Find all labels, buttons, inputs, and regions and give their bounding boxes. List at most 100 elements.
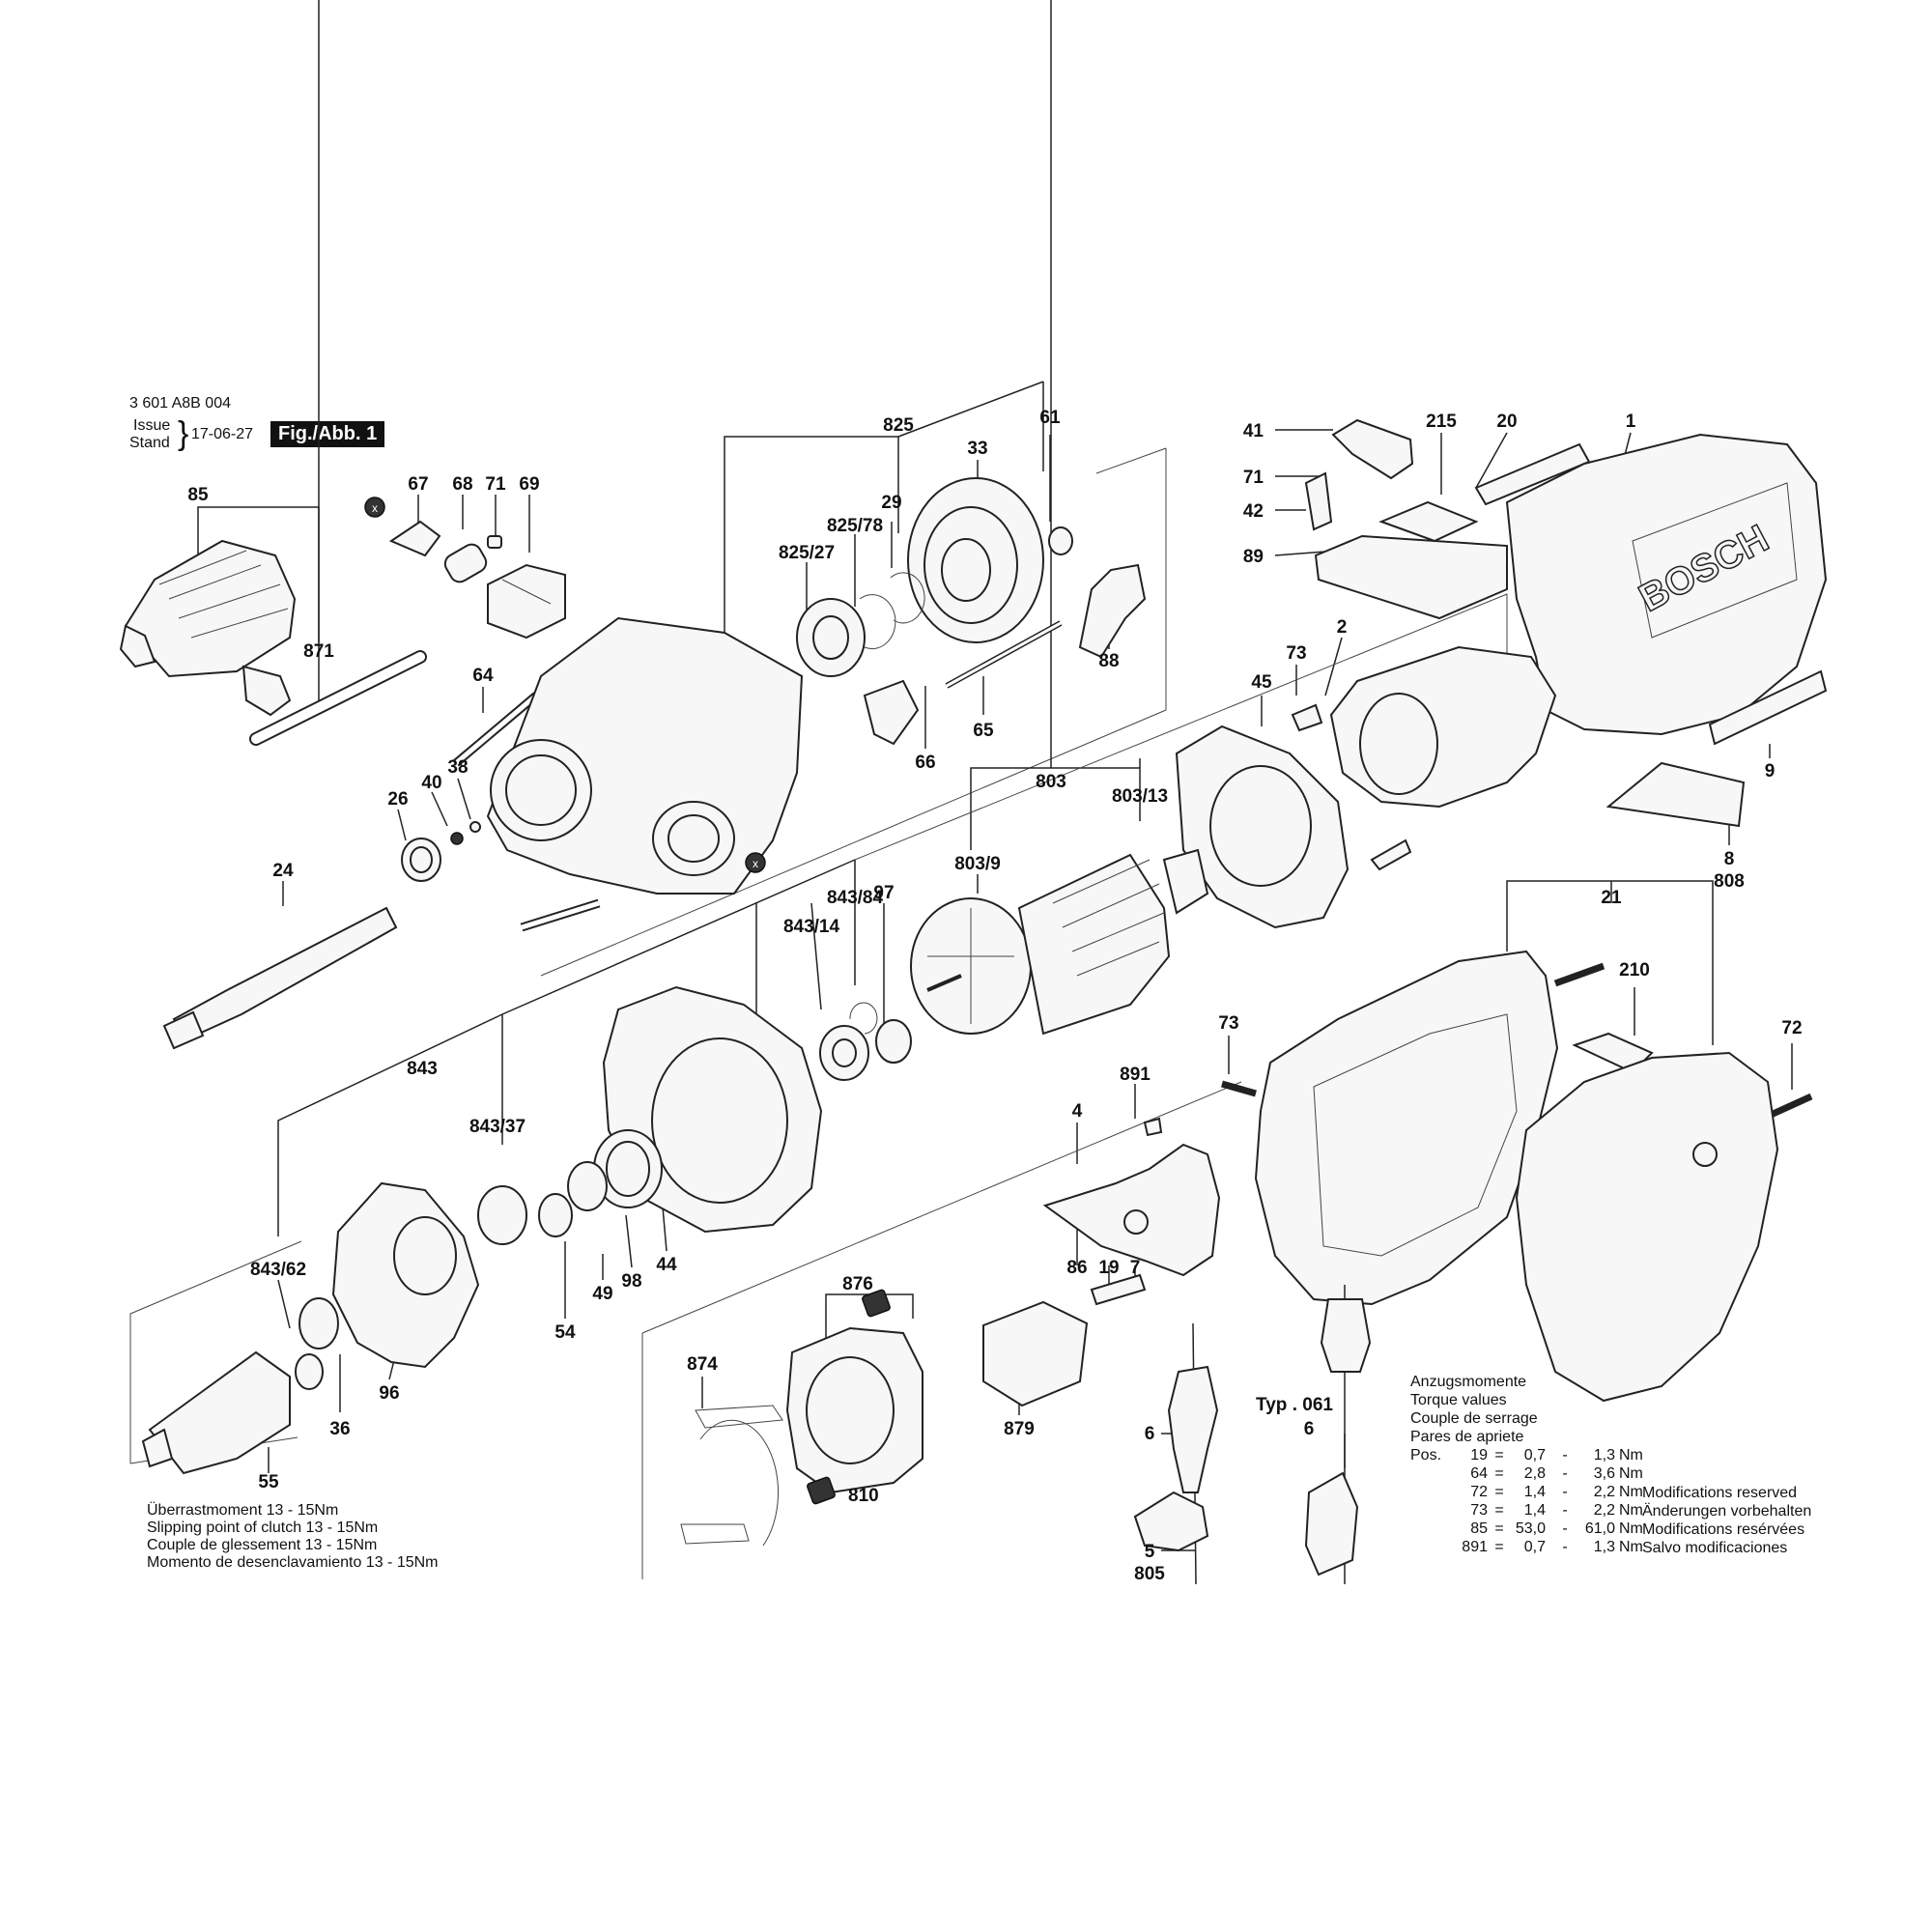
- spindle-parts: [162, 821, 481, 1050]
- torque-unit: Nm: [1619, 1465, 1643, 1482]
- switch-assembly: [1042, 1117, 1221, 1306]
- torque-eq: =: [1494, 1447, 1503, 1463]
- callout-67: 67: [408, 474, 428, 495]
- callout-42: 42: [1243, 501, 1264, 522]
- doc-number: 3 601 A8B 004: [129, 395, 231, 412]
- clutch-cover-96: [141, 1181, 480, 1475]
- torque-table: Anzugsmomente Torque values Couple de se…: [1410, 1374, 1643, 1555]
- clutch-note-fr: Couple de glessement 13 - 15Nm: [147, 1537, 377, 1553]
- torque-min: 1,4: [1524, 1502, 1546, 1519]
- callout-215: 215: [1426, 412, 1457, 432]
- callout-803-9: 803/9: [954, 854, 1001, 874]
- callout-64: 64: [472, 666, 494, 686]
- figure-label: Fig./Abb. 1: [270, 421, 385, 447]
- torque-dash: -: [1562, 1520, 1567, 1537]
- callout-891: 891: [1120, 1065, 1151, 1085]
- callout-843-14: 843/14: [783, 917, 840, 937]
- callout-1: 1: [1626, 412, 1636, 432]
- torque-eq: =: [1494, 1465, 1503, 1482]
- torque-max: 3,6: [1594, 1465, 1615, 1482]
- torque-unit: Nm: [1619, 1484, 1643, 1500]
- torque-max: 2,2: [1594, 1502, 1615, 1519]
- torque-max: 1,3: [1594, 1447, 1615, 1463]
- torque-eq: =: [1494, 1539, 1503, 1555]
- callout-8: 8: [1724, 849, 1735, 869]
- screws-73-72: [1221, 962, 1813, 1124]
- brush-holder-876: [785, 1289, 923, 1505]
- callout-6-right: 6: [1304, 1419, 1315, 1439]
- gear-33: [907, 477, 1073, 643]
- motor-housing-1: BOSCH: [1505, 433, 1828, 736]
- parts-88-65: [863, 563, 1147, 746]
- torque-pos: 73: [1470, 1502, 1488, 1519]
- torque-min: 1,4: [1524, 1484, 1546, 1500]
- torque-pos: 19: [1470, 1447, 1488, 1463]
- callout-21: 21: [1601, 888, 1622, 908]
- torque-pos: 64: [1470, 1465, 1488, 1482]
- torque-min: 2,8: [1524, 1465, 1546, 1482]
- chuck-85: [119, 539, 297, 678]
- torque-eq: =: [1494, 1484, 1503, 1500]
- gear-housing: x: [486, 616, 804, 895]
- suppressor-879: [982, 1300, 1089, 1407]
- torque-dash: -: [1562, 1465, 1567, 1482]
- torque-unit: Nm: [1619, 1447, 1643, 1463]
- callout-44: 44: [656, 1255, 677, 1275]
- callout-33: 33: [967, 439, 987, 459]
- callout-19: 19: [1098, 1258, 1119, 1278]
- modifications-de: Änderungen vorbehalten: [1642, 1502, 1811, 1520]
- callout-73-motor: 73: [1286, 643, 1306, 664]
- callout-89: 89: [1243, 547, 1264, 567]
- callout-20: 20: [1496, 412, 1517, 432]
- callout-803-13: 803/13: [1112, 786, 1168, 807]
- torque-title-en: Torque values: [1410, 1392, 1507, 1408]
- torque-pos: 891: [1462, 1539, 1488, 1555]
- callout-55: 55: [258, 1472, 279, 1492]
- callout-876: 876: [842, 1274, 873, 1294]
- clutch-note-de: Überrastmoment 13 - 15Nm: [147, 1501, 338, 1519]
- issue-label: Issue: [133, 417, 171, 434]
- callout-879: 879: [1004, 1419, 1035, 1439]
- torque-dash: -: [1562, 1447, 1567, 1463]
- callout-54: 54: [554, 1322, 576, 1343]
- callout-810: 810: [848, 1486, 879, 1506]
- callout-66: 66: [915, 753, 935, 773]
- callout-26: 26: [387, 789, 408, 810]
- clutch-parts: [477, 1129, 663, 1245]
- brackets-874: [680, 1405, 783, 1547]
- callout-36: 36: [329, 1419, 350, 1439]
- callout-85: 85: [187, 485, 209, 505]
- rear-handle: [1515, 1051, 1779, 1403]
- torque-eq: =: [1494, 1520, 1503, 1537]
- callout-40: 40: [421, 773, 441, 793]
- callout-874: 874: [687, 1354, 718, 1375]
- torque-title-de: Anzugsmomente: [1410, 1374, 1526, 1390]
- power-cord-6: [1133, 1285, 1372, 1585]
- clutch-note: Überrastmoment 13 - 15Nm Slipping point …: [147, 1501, 439, 1571]
- callout-2: 2: [1337, 617, 1348, 638]
- callout-69: 69: [519, 474, 539, 495]
- callout-65: 65: [973, 721, 994, 741]
- callout-5: 5: [1145, 1542, 1155, 1562]
- callout-labels: 85 67 68 71 69 871 64 40 38 26 24 825 33…: [187, 408, 1802, 1584]
- torque-unit: Nm: [1619, 1502, 1643, 1519]
- torque-pos: 72: [1470, 1484, 1488, 1500]
- svg-text:x: x: [753, 857, 758, 870]
- callout-825-78: 825/78: [827, 516, 883, 536]
- svg-text:x: x: [372, 501, 378, 515]
- torque-unit: Nm: [1619, 1520, 1643, 1537]
- callout-96: 96: [379, 1383, 399, 1404]
- callout-68: 68: [452, 474, 472, 495]
- armature-803: [910, 848, 1209, 1036]
- callout-843-84: 843/84: [827, 888, 884, 908]
- bearing-825-27: [796, 572, 925, 677]
- screws-64: [453, 692, 601, 932]
- callout-805: 805: [1134, 1564, 1165, 1584]
- torque-min: 53,0: [1516, 1520, 1546, 1537]
- torque-pos: 85: [1470, 1520, 1488, 1537]
- callout-6-left: 6: [1145, 1424, 1155, 1444]
- torque-pos-label: Pos.: [1410, 1447, 1441, 1463]
- modifications-fr: Modifications resérvées: [1642, 1521, 1804, 1538]
- callout-typ-061: Typ . 061: [1256, 1395, 1333, 1415]
